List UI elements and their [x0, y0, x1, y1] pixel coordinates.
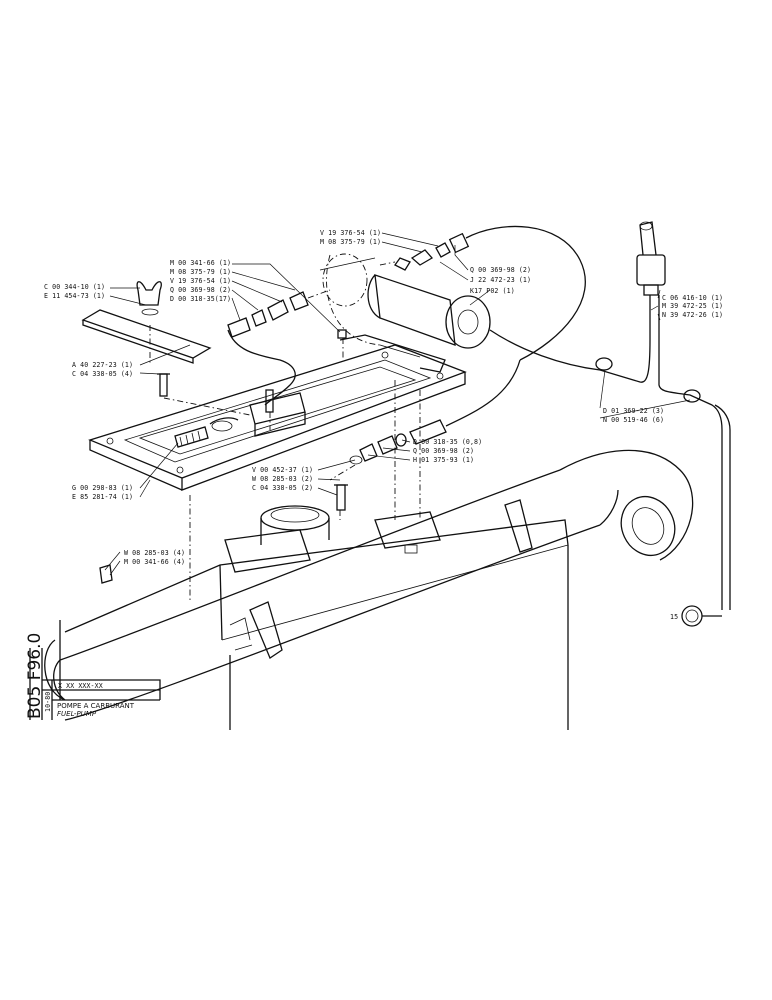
- callout-g0029883: G 00 298-83 (1): [72, 484, 133, 492]
- callout-d0031835-left: D 00 318-35(17): [170, 295, 231, 303]
- callout-c0433805-2: C 04 338-05 (2): [252, 484, 313, 492]
- callout-n0051946: N 00 519-46 (6): [603, 416, 664, 424]
- callout-d0136922: D 01 369-22 (3): [603, 407, 664, 415]
- drawing-date: 10-80: [44, 692, 52, 712]
- fittings-and-hoses: [81, 225, 586, 584]
- callout-d0031835-lower: D 00 318-35 (0,8): [413, 438, 482, 446]
- part-number: X XX XXX-XX: [58, 682, 103, 690]
- connector-label-15: 15: [670, 613, 678, 621]
- wiring-harness: [489, 221, 731, 627]
- callout-e1145473: E 11 454-73 (1): [44, 292, 105, 300]
- callout-c0433805-4: C 04 338-05 (4): [72, 370, 133, 378]
- fuel-pump-body: [319, 253, 491, 373]
- callout-v0045237: V 00 452-37 (1): [252, 466, 313, 474]
- title-french: POMPE A CARBURANT: [57, 702, 135, 710]
- callout-q0036998-right: Q 00 369-98 (2): [470, 266, 531, 274]
- callout-k17-p02: K17 P02 (1): [470, 287, 515, 295]
- leader-lines: [104, 232, 691, 576]
- fuel-tank-housing: [64, 505, 569, 730]
- callout-w0828503-2: W 08 285-03 (2): [252, 475, 313, 483]
- mounting-tray: [88, 344, 467, 491]
- callout-m3947225: M 39 472-25 (1): [662, 302, 723, 310]
- center-lines: [149, 325, 421, 600]
- title-block: B05 F96.0 10-80 X XX XXX-XX POMPE A CARB…: [25, 633, 161, 720]
- callout-m0034166-top: M 00 341-66 (1): [170, 259, 231, 267]
- callout-c0641610: C 06 416-10 (1): [662, 294, 723, 302]
- callout-j2247223: J 22 472-23 (1): [470, 276, 531, 284]
- exhaust-pipe: [44, 449, 694, 721]
- callout-labels: C 00 344-10 (1) E 11 454-73 (1) M 00 341…: [44, 229, 723, 621]
- title-english: FUEL-PUMP: [57, 710, 97, 718]
- callout-n3947226: N 39 472-26 (1): [662, 311, 723, 319]
- callout-m0837579-left: M 08 375-79 (1): [170, 268, 231, 276]
- drawing-code: B05 F96.0: [25, 633, 45, 719]
- callout-v1937654-left: V 19 376-54 (1): [170, 277, 231, 285]
- callout-m0837579-right: M 08 375-79 (1): [320, 238, 381, 246]
- callout-c0034410: C 00 344-10 (1): [44, 283, 105, 291]
- callout-e8528174: E 85 281-74 (1): [72, 493, 133, 501]
- callout-w0828503-4: W 08 285-03 (4): [124, 549, 185, 557]
- callout-v1937654-right: V 19 376-54 (1): [320, 229, 381, 237]
- callout-q0036998-lower: Q 00 369-98 (2): [413, 447, 474, 455]
- callout-a4022723: A 40 227-23 (1): [72, 361, 133, 369]
- callout-m0034166-4: M 00 341-66 (4): [124, 558, 185, 566]
- callout-h0137593: H 01 375-93 (1): [413, 456, 474, 464]
- callout-q0036998-left: Q 00 369-98 (2): [170, 286, 231, 294]
